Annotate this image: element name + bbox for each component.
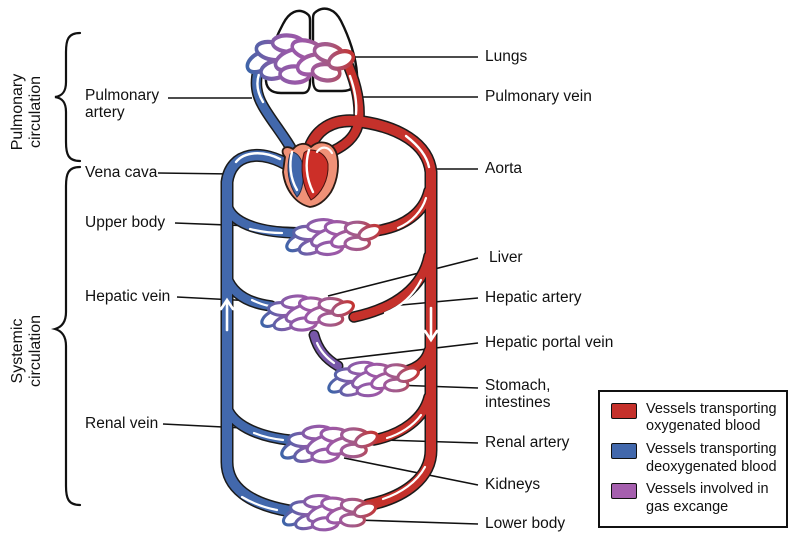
legend: Vessels transporting oxygenated blood Ve…: [598, 390, 788, 528]
legend-item-label: Vessels transporting oxygenated blood: [646, 401, 777, 435]
label-upper-body: Upper body: [85, 214, 166, 231]
legend-item-oxygenated: Vessels transporting oxygenated blood: [611, 401, 777, 436]
legend-item-gas-exchange: Vessels involved in gas excange: [611, 481, 777, 516]
flow-arrow-up: [219, 297, 235, 332]
hepatic-vein-vessel: [222, 273, 276, 311]
label-renal-vein: Renal vein: [85, 415, 159, 432]
label-kidneys: Kidneys: [485, 476, 541, 493]
capillary-bed-lower-body: [276, 484, 381, 539]
label-hepatic-artery: Hepatic artery: [485, 289, 582, 306]
upper-body-vein: [222, 200, 301, 238]
label-pulmonary-vein: Pulmonary vein: [485, 88, 592, 105]
oxygenated-color-swatch: [611, 403, 637, 419]
systemic-circulation-caption: Systemic circulation: [9, 314, 44, 388]
label-lower-body: Lower body: [485, 515, 566, 532]
legend-item-deoxygenated: Vessels transporting deoxygenated blood: [611, 441, 777, 476]
label-stomach-intestines: Stomach, intestines: [485, 377, 551, 411]
vena-cava-vessel: [222, 150, 296, 516]
pulmonary-vein-vessel: [321, 55, 364, 159]
legend-item-label: Vessels involved in gas excange: [646, 481, 769, 515]
hepatic-artery-vessel: [349, 251, 434, 322]
label-hepatic-portal-vein: Hepatic portal vein: [485, 334, 614, 351]
gas-exchange-color-swatch: [611, 483, 637, 500]
label-pulmonary-artery: Pulmonary artery: [85, 87, 160, 121]
hepatic-portal-vein-vessel: [308, 329, 344, 372]
legend-item-label: Vessels transporting deoxygenated blood: [646, 441, 777, 475]
label-lungs: Lungs: [485, 48, 528, 65]
heart: [281, 141, 339, 208]
vessel-highlights: [219, 72, 439, 512]
capillary-bed-upper-body: [279, 206, 387, 266]
systemic-brace: [51, 165, 82, 507]
flow-arrow-down: [423, 306, 439, 343]
label-liver: Liver: [489, 249, 523, 266]
label-renal-artery: Renal artery: [485, 434, 570, 451]
renal-artery-vessel: [369, 392, 434, 445]
label-aorta: Aorta: [485, 160, 523, 177]
pulmonary-brace: [54, 31, 82, 163]
deoxygenated-color-swatch: [611, 443, 637, 460]
upper-body-artery: [370, 186, 434, 236]
label-hepatic-vein: Hepatic vein: [85, 288, 171, 305]
section-braces: [51, 31, 82, 507]
pulmonary-circulation-caption: Pulmonary circulation: [9, 73, 44, 151]
label-vena-cava: Vena cava: [85, 164, 158, 181]
